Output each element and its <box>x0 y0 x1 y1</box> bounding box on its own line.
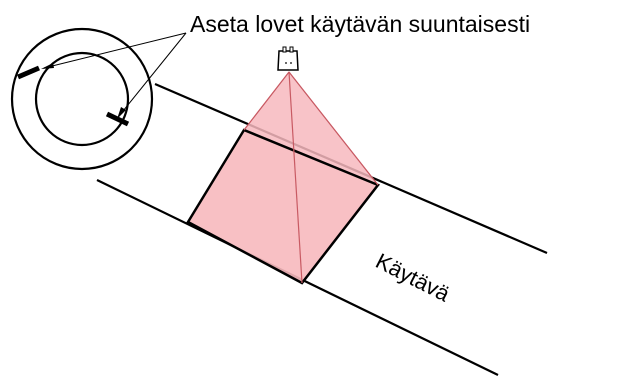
instruction-label: Aseta lovet käytävän suuntaisesti <box>190 11 530 37</box>
notch-right <box>105 111 130 127</box>
callout-line-lower <box>118 32 187 117</box>
callout-arrowhead-upper <box>41 63 54 69</box>
projection-line-right <box>288 71 379 186</box>
notch-left <box>17 65 40 80</box>
callout-arrowhead-lower <box>117 107 126 119</box>
projection-line-left <box>243 71 290 131</box>
callout-line-upper <box>43 32 187 69</box>
projection-line-center <box>288 71 303 284</box>
mounting-ring-icon <box>10 27 154 171</box>
corridor-label: Käytävä <box>372 248 455 307</box>
ceiling-sensor-icon <box>277 46 299 71</box>
